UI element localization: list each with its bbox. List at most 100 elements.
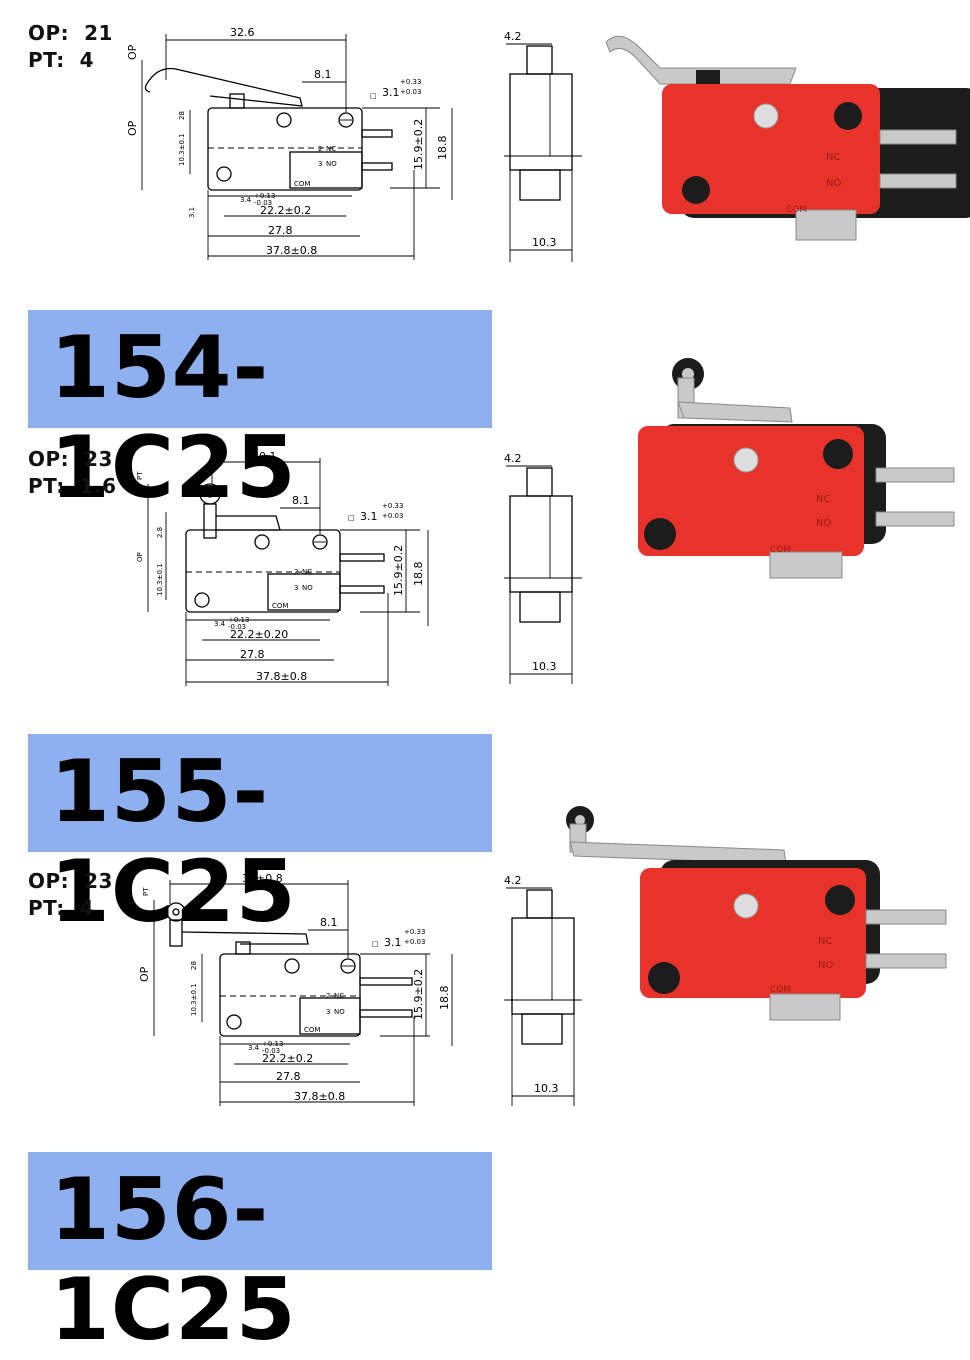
svg-text:3.4: 3.4: [240, 196, 252, 204]
svg-text:NC: NC: [302, 568, 312, 576]
dim-height-b: 18.8: [438, 986, 451, 1011]
svg-text:+0.03: +0.03: [400, 88, 421, 96]
dim-b2: 27.8: [268, 224, 293, 237]
switch-photo: NC NO COM: [638, 358, 955, 579]
svg-text:OP: OP: [126, 44, 139, 60]
svg-text:NO: NO: [326, 160, 337, 168]
svg-text:10.3±0.1: 10.3±0.1: [190, 983, 198, 1016]
op-spec: OP: 23: [28, 447, 113, 471]
model-banner: 154-1C25: [28, 310, 492, 518]
svg-text:3: 3: [294, 584, 298, 592]
svg-text:NC: NC: [326, 145, 336, 153]
pt-spec: PT: 4: [28, 48, 95, 72]
dim-side-bottom: 10.3: [534, 1082, 559, 1095]
svg-text:2: 2: [318, 145, 322, 153]
svg-text:NO: NO: [816, 518, 831, 529]
dim-op-side: OP: [126, 120, 139, 136]
svg-text:NC: NC: [818, 936, 832, 947]
svg-text:+0.13: +0.13: [228, 616, 249, 624]
svg-text:-0.03: -0.03: [262, 1047, 280, 1055]
dim-b3: 37.8±0.8: [266, 244, 317, 257]
svg-text:3: 3: [326, 1008, 330, 1016]
dim-b3: 37.8±0.8: [294, 1090, 345, 1103]
op-spec: OP: 21: [28, 21, 113, 45]
dim-hole-offset: 8.1: [292, 494, 310, 507]
svg-text:COM: COM: [304, 1026, 320, 1034]
dim-b1: 22.2±0.2: [262, 1052, 313, 1065]
svg-text:□: □: [348, 514, 355, 522]
svg-text:2: 2: [294, 568, 298, 576]
side-dimension-drawing: 4.2 10.3: [504, 874, 582, 1106]
dim-hole-dia: 3.1: [360, 510, 378, 523]
dim-hole-dia: 3.1: [384, 936, 402, 949]
svg-text:COM: COM: [770, 985, 791, 995]
svg-text:+0.03: +0.03: [382, 512, 403, 520]
side-dimension-drawing: 4.2 10.3: [504, 452, 582, 684]
dim-side-bottom: 10.3: [532, 236, 557, 249]
model-title: 154-1C25: [50, 318, 297, 518]
svg-text:2: 2: [326, 992, 330, 1000]
svg-text:+0.13: +0.13: [254, 192, 275, 200]
svg-text:-0.03: -0.03: [254, 199, 272, 207]
svg-text:□: □: [372, 940, 379, 948]
dim-top-width: 32.6: [230, 26, 255, 39]
spec-block: OP: 23 PT: 4: [28, 868, 113, 922]
pt-spec: PT: 4: [28, 896, 95, 920]
dim-side-top: 4.2: [504, 452, 522, 465]
dim-height-b: 18.8: [436, 136, 449, 161]
model-title: 155-1C25: [50, 742, 297, 942]
svg-text:2.8: 2.8: [156, 527, 164, 538]
dim-height-a: 15.9±0.2: [412, 119, 425, 170]
svg-text:-0.03: -0.03: [228, 623, 246, 631]
model-banner: 155-1C25: [28, 734, 492, 942]
svg-text:COM: COM: [770, 545, 791, 555]
side-dimension-drawing: 4.2 10.3: [504, 30, 582, 262]
dim-b2: 27.8: [240, 648, 265, 661]
front-dimension-drawing: 20.1 8.1 □ 3.1 +0.33 +0.03 15.9±0.2 18.8…: [136, 450, 429, 686]
dim-side-top: 4.2: [504, 874, 522, 887]
dim-height-b: 18.8: [412, 562, 425, 587]
svg-text:3: 3: [318, 160, 322, 168]
svg-text:PT: PT: [136, 471, 144, 480]
dim-b1: 22.2±0.20: [230, 628, 288, 641]
product-section-155: OP: 23 PT: 1.6 20.1 8.1 □ 3.1 +0.33 +0.0…: [0, 358, 970, 942]
svg-text:28: 28: [178, 111, 186, 120]
dim-hole-offset: 8.1: [320, 916, 338, 929]
spec-block: OP: 23 PT: 1.6: [28, 446, 117, 500]
dim-height-a: 15.9±0.2: [392, 545, 405, 596]
svg-text:10.3±0.1: 10.3±0.1: [178, 133, 186, 166]
svg-text:NC: NC: [816, 494, 830, 505]
dim-side-bottom: 10.3: [532, 660, 557, 673]
model-title: 156-1C25: [50, 1160, 297, 1360]
svg-text:OP: OP: [136, 552, 144, 562]
op-spec: OP: 23: [28, 869, 113, 893]
dim-side-top: 4.2: [504, 30, 522, 43]
dim-top-width: 20.1: [252, 450, 277, 463]
svg-text:3.4: 3.4: [248, 1044, 260, 1052]
svg-text:□: □: [370, 92, 377, 100]
svg-text:PT: PT: [142, 887, 150, 896]
pt-spec: PT: 1.6: [28, 474, 117, 498]
svg-text:+0.33: +0.33: [400, 78, 421, 86]
svg-text:NC: NC: [334, 992, 344, 1000]
spec-block: OP: 21 PT: 4: [28, 20, 113, 74]
svg-text:+0.03: +0.03: [404, 938, 425, 946]
svg-text:+0.33: +0.33: [404, 928, 425, 936]
front-dimension-drawing: 34±0.8 8.1 □ 3.1 +0.33 +0.03 15.9±0.2 18…: [138, 872, 453, 1106]
dim-hole-offset: 8.1: [314, 68, 332, 81]
switch-photo: NC NO COM: [566, 806, 947, 1021]
dim-b2: 27.8: [276, 1070, 301, 1083]
svg-text:3.4: 3.4: [214, 620, 226, 628]
product-section-154: OP: 21 PT: 4 32.6 8.1 □ 3.1 +0.33 +0.03 …: [0, 0, 970, 518]
svg-text:NO: NO: [818, 960, 833, 971]
svg-text:28: 28: [190, 961, 198, 970]
front-dimension-drawing: 32.6 8.1 □ 3.1 +0.33 +0.03 15.9±0.2 18.8…: [126, 26, 453, 260]
switch-photo: NC NO COM: [605, 35, 970, 241]
model-banner: 156-1C25: [28, 1152, 492, 1360]
svg-text:OP: OP: [138, 966, 151, 982]
dim-b3: 37.8±0.8: [256, 670, 307, 683]
svg-text:+0.33: +0.33: [382, 502, 403, 510]
svg-text:NO: NO: [334, 1008, 345, 1016]
svg-text:COM: COM: [786, 205, 807, 215]
dim-b1: 22.2±0.2: [260, 204, 311, 217]
